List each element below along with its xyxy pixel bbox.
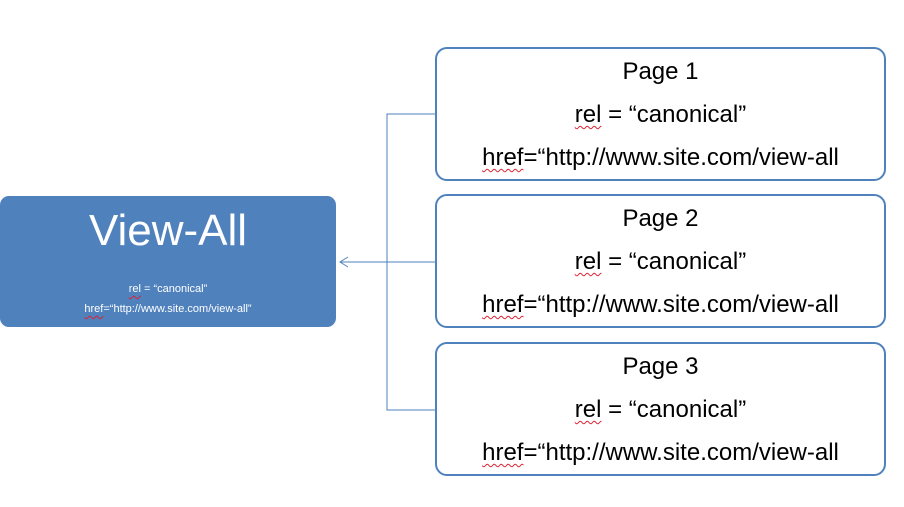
page-1-box: Page 1 rel = “canonical” href=“http://ww…: [435, 47, 886, 181]
page-3-rel-value: = “canonical”: [601, 396, 747, 423]
page-3-rel: rel = “canonical”: [437, 395, 884, 425]
page-3-title: Page 3: [622, 353, 699, 380]
page-2-rel-value: = “canonical”: [601, 248, 747, 275]
view-all-href-value: =“http://www.site.com/view-all”: [103, 303, 252, 315]
page-2-href-value: =“http://www.site.com/view-all: [523, 291, 839, 318]
page-2-box: Page 2 rel = “canonical” href=“http://ww…: [435, 194, 886, 328]
page-1-rel-value: = “canonical”: [601, 101, 747, 128]
view-all-rel: rel = “canonical”: [0, 282, 336, 296]
view-all-rel-value: = “canonical”: [140, 283, 208, 295]
view-all-href-word: href: [84, 303, 104, 315]
page-1-title: Page 1: [622, 58, 699, 85]
page-2-title: Page 2: [622, 205, 699, 232]
page-1-rel-word: rel: [574, 101, 602, 128]
page-3-href: href=“http://www.site.com/view-all: [437, 438, 884, 468]
page-3-box: Page 3 rel = “canonical” href=“http://ww…: [435, 342, 886, 476]
page-1-rel: rel = “canonical”: [437, 100, 884, 130]
page-1-href: href=“http://www.site.com/view-all: [437, 143, 884, 173]
page-2-rel: rel = “canonical”: [437, 247, 884, 277]
page-2-rel-word: rel: [574, 248, 602, 275]
page-2-href: href=“http://www.site.com/view-all: [437, 290, 884, 320]
connector-page-3: [386, 262, 435, 411]
page-2-href-word: href: [482, 291, 524, 318]
view-all-title: View-All: [88, 206, 248, 255]
view-all-href: href=“http://www.site.com/view-all”: [0, 302, 336, 316]
page-3-href-value: =“http://www.site.com/view-all: [523, 439, 839, 466]
view-all-box: View-All rel = “canonical” href=“http://…: [0, 196, 336, 327]
page-1-href-value: =“http://www.site.com/view-all: [523, 144, 839, 171]
page-3-href-word: href: [482, 439, 524, 466]
page-3-rel-word: rel: [574, 396, 602, 423]
page-1-href-word: href: [482, 144, 524, 171]
connector-page-1: [386, 113, 435, 262]
view-all-rel-word: rel: [128, 283, 141, 295]
arrowhead-icon: [339, 256, 349, 268]
